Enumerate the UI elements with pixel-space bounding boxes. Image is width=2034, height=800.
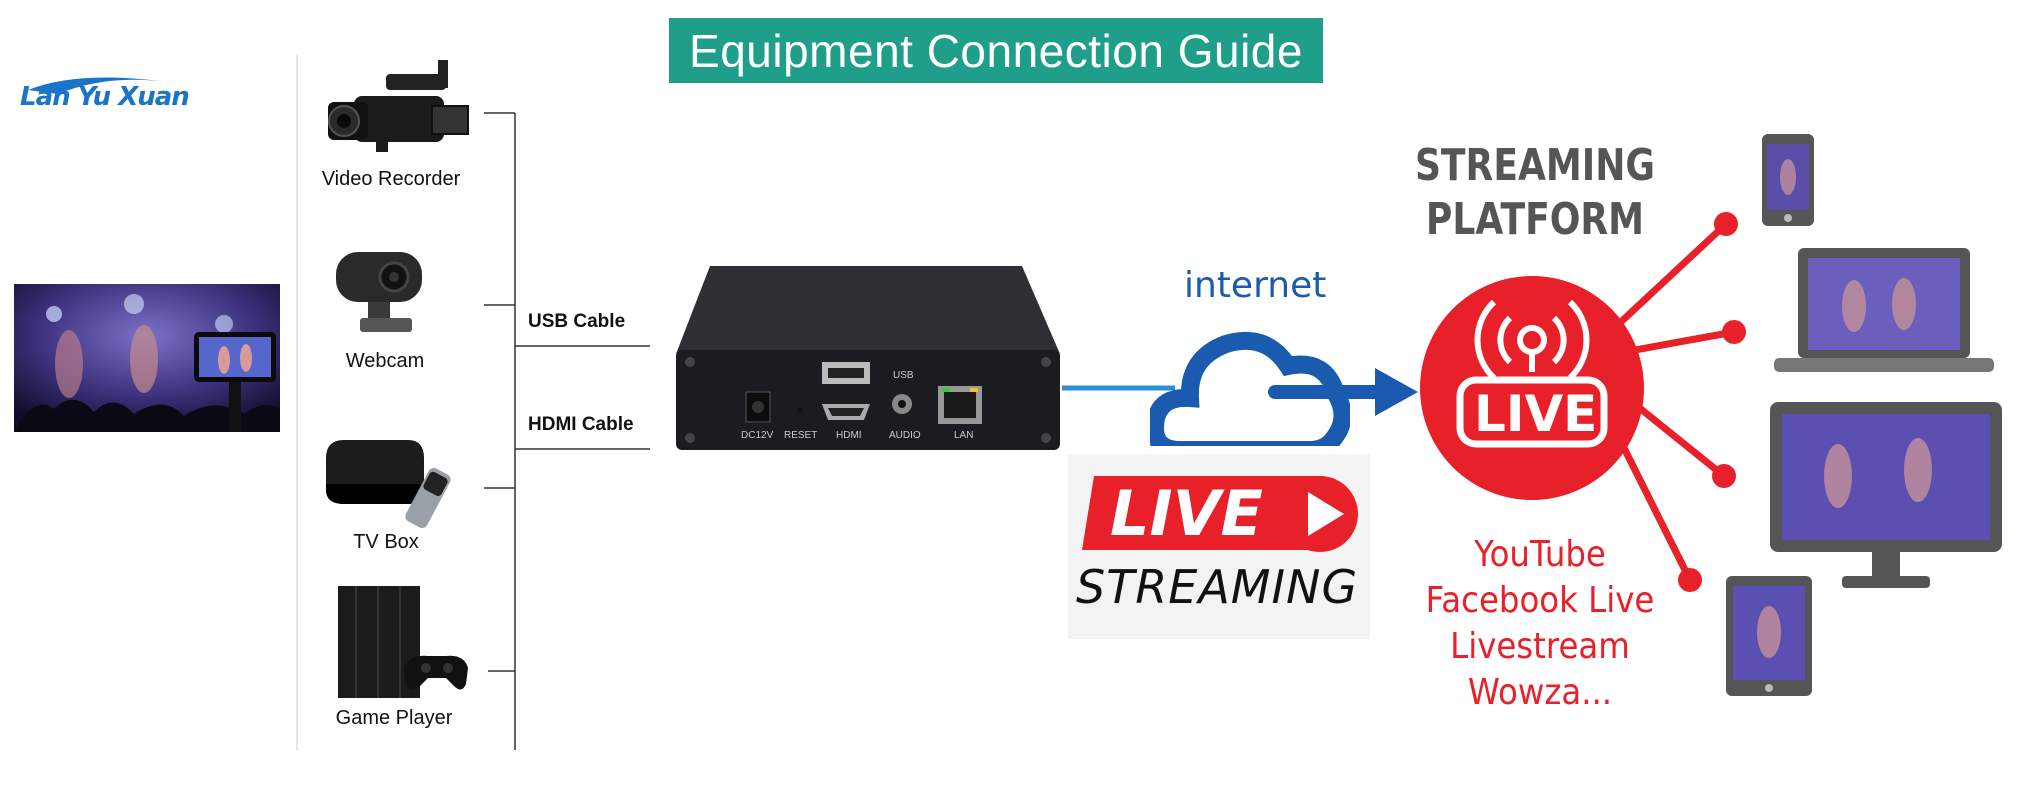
port-label-lan: LAN [954, 430, 974, 441]
live-badge-line2: STREAMING [1076, 560, 1359, 614]
live-badge-line1: LIVE [1110, 477, 1263, 550]
title-banner: Equipment Connection Guide [669, 18, 1323, 83]
live-play-icon [1082, 476, 1358, 552]
video-camera-icon [326, 56, 476, 156]
service-facebook-live: Facebook Live [1425, 580, 1655, 621]
input-label-game-player: Game Player [335, 707, 453, 729]
tablet-icon [1724, 574, 1814, 698]
arrow-head-icon [1375, 368, 1418, 416]
platform-title-line2: PLATFORM [1425, 194, 1645, 245]
platform-title-line1: STREAMING [1414, 140, 1656, 191]
port-label-usb: USB [893, 370, 914, 381]
port-label-reset: RESET [784, 430, 818, 441]
platform-live-label: LIVE [1474, 385, 1598, 443]
live-streaming-badge: LIVE STREAMING [1068, 454, 1370, 639]
port-label-hdmi: HDMI [836, 430, 862, 441]
logo-text: Lan Yu Xuan [20, 82, 190, 112]
service-livestream: Livestream [1450, 626, 1630, 667]
concert-photo [14, 284, 280, 432]
usb-cable-label: USB Cable [528, 311, 626, 332]
monitor-icon [1768, 400, 2004, 592]
input-label-webcam: Webcam [345, 350, 425, 372]
platform-hub [1420, 212, 1746, 592]
tv-box-icon [320, 428, 470, 529]
service-youtube: YouTube [1474, 534, 1606, 575]
laptop-icon [1774, 246, 1994, 374]
logo-swoosh-icon [28, 77, 168, 94]
input-label-tv-box: TV Box [353, 531, 419, 553]
input-label-video-recorder: Video Recorder [321, 168, 461, 190]
phone-icon [1760, 132, 1816, 228]
game-console-icon [330, 582, 470, 702]
webcam-icon [332, 248, 432, 340]
panel-divider [296, 55, 298, 750]
internet-label: internet [1184, 265, 1327, 306]
encoder-device [672, 262, 1066, 454]
port-label-dc12v: DC12V [741, 430, 774, 441]
cloud-icon [1146, 318, 1352, 459]
service-wowza: Wowza... [1467, 672, 1613, 713]
page-title: Equipment Connection Guide [689, 24, 1303, 77]
hdmi-cable-label: HDMI Cable [528, 414, 634, 435]
port-label-audio: AUDIO [889, 430, 921, 441]
brand-logo [18, 68, 178, 118]
